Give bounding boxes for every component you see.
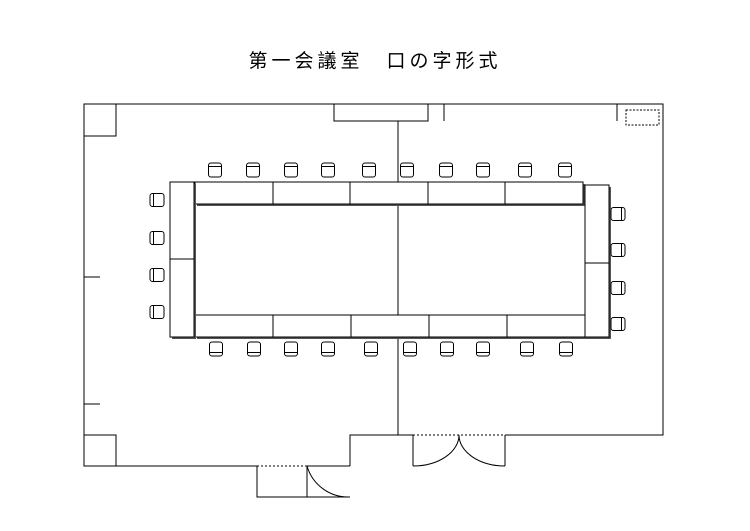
wall-outline [83,103,664,467]
chair-left-2 [149,231,165,245]
table-top-3 [349,181,430,206]
chair-bottom-10 [559,341,573,357]
table-top-1 [194,181,275,206]
chair-top-6 [400,162,414,178]
chair-bottom-3 [284,341,298,357]
chair-bottom-5 [364,341,378,357]
chair-bottom-6 [403,341,417,357]
table-bottom-1 [194,314,275,339]
chair-top-10 [558,162,572,178]
chair-bottom-2 [247,341,261,357]
chair-bottom-7 [440,341,454,357]
pillar-top-left [83,103,117,137]
table-left-1 [169,181,196,261]
chair-bottom-8 [476,341,490,357]
door-right-double [412,434,506,467]
top-cabinet [333,103,429,122]
chair-top-7 [439,162,453,178]
chair-left-4 [149,305,165,319]
table-top-2 [272,181,353,206]
chair-right-1 [610,207,626,221]
chair-bottom-4 [321,341,335,357]
chair-top-5 [362,162,376,178]
table-left-2 [169,258,196,339]
chair-top-8 [476,162,490,178]
table-bottom-2 [272,314,353,339]
tables [169,181,611,339]
table-right-1 [584,184,611,265]
table-top-5 [504,181,585,206]
table-right-2 [584,262,611,339]
chair-top-9 [518,162,532,178]
chair-top-1 [208,162,222,178]
chair-right-2 [610,243,626,257]
table-bottom-5 [506,314,587,339]
chair-right-4 [610,317,626,331]
table-bottom-4 [428,314,509,339]
chair-right-3 [610,281,626,295]
chair-top-4 [321,162,335,178]
chair-left-3 [149,268,165,282]
chair-left-1 [149,193,165,207]
chair-top-3 [284,162,298,178]
chairs [149,162,626,357]
chair-bottom-1 [209,341,223,357]
top-right-equipment [625,109,660,126]
chair-top-2 [246,162,260,178]
door-left [256,465,351,498]
table-top-4 [427,181,508,206]
chair-bottom-9 [520,341,534,357]
diagram-title: 第一会議室 口の字形式 [248,50,502,72]
table-bottom-3 [350,314,431,339]
pillar-bottom-left [83,434,117,467]
